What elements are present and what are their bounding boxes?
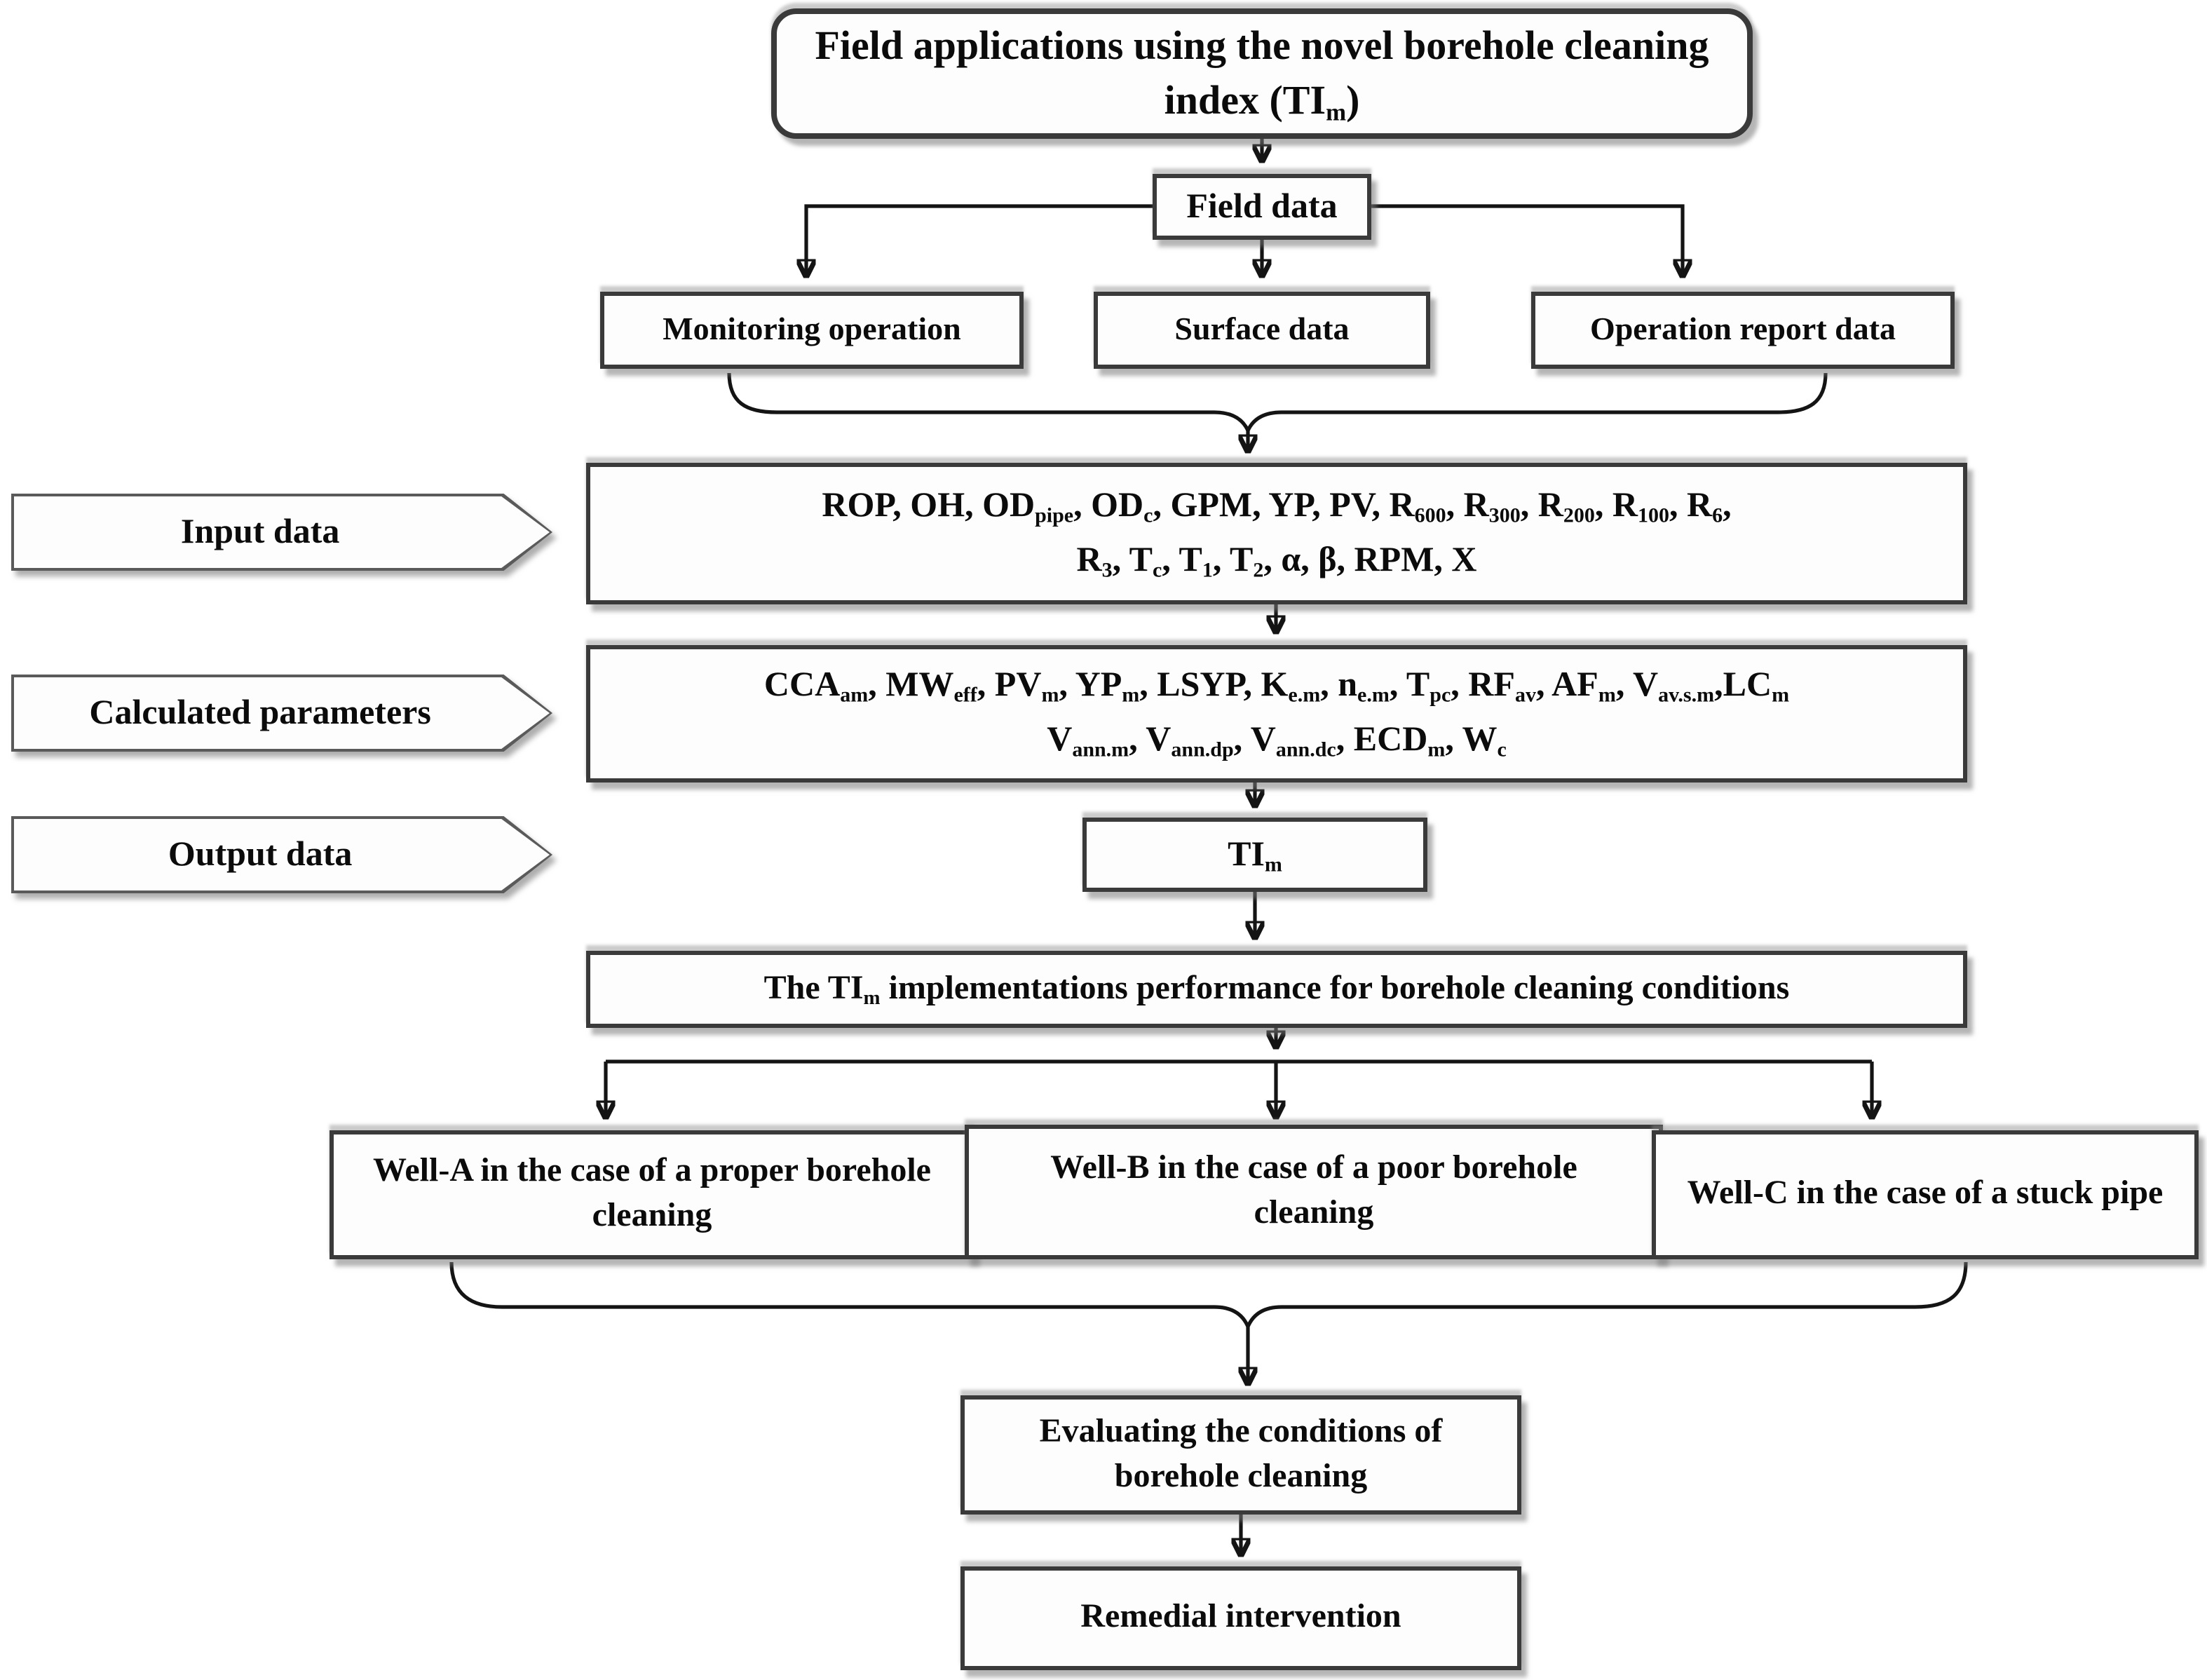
stage-label-text: Calculated parameters [89, 693, 431, 731]
input-data-box: ROP, OH, ODpipe, ODc, GPM, YP, PV, R600,… [586, 463, 1967, 604]
evaluating-box: Evaluating the conditions of borehole cl… [960, 1395, 1521, 1515]
title-box: Field applications using the novel boreh… [771, 8, 1753, 139]
output-tim-box: TIm [1082, 818, 1427, 892]
input-line-2: R3, Tc, T1, T2, α, β, RPM, X [1076, 541, 1477, 582]
remedial-box: Remedial intervention [960, 1566, 1521, 1670]
implementations-box: The TIm implementations performance for … [586, 951, 1967, 1028]
source-box-monitoring-operation: Monitoring operation [600, 292, 1024, 369]
well-a-box: Well-A in the case of a proper borehole … [330, 1130, 975, 1259]
calculated-parameters-box: CCAam, MWeff, PVm, YPm, LSYP, Ke.m, ne.m… [586, 645, 1967, 783]
implementations-text: The TIm implementations performance for … [763, 970, 1790, 1010]
field-data-box: Field data [1153, 174, 1371, 240]
source-label: Surface data [1174, 311, 1350, 347]
evaluating-label: Evaluating the conditions of borehole cl… [1039, 1413, 1443, 1494]
brace-wells-merge [449, 1261, 1968, 1332]
stage-label-calculated-parameters: Calculated parameters [11, 675, 552, 752]
connector-fielddata-right [1371, 204, 1683, 275]
source-label: Operation report data [1589, 311, 1896, 347]
remedial-label: Remedial intervention [1080, 1599, 1401, 1636]
source-box-surface-data: Surface data [1094, 292, 1430, 369]
stage-label-output-data: Output data [11, 816, 552, 893]
calculated-line-2: Vann.m, Vann.dp, Vann.dc, ECDm, Wc [1047, 721, 1507, 762]
title-text: Field applications using the novel boreh… [815, 24, 1709, 126]
stage-label-text: Input data [180, 513, 340, 550]
calculated-line-1: CCAam, MWeff, PVm, YPm, LSYP, Ke.m, ne.m… [763, 666, 1790, 707]
well-b-box: Well-B in the case of a poor borehole cl… [965, 1125, 1663, 1259]
stage-label-input-data: Input data [11, 494, 552, 571]
connector-fielddata-left [806, 204, 1153, 275]
brace-sources-merge [727, 372, 1828, 435]
input-line-1: ROP, OH, ODpipe, ODc, GPM, YP, PV, R600,… [822, 486, 1732, 527]
source-box-operation-report-data: Operation report data [1531, 292, 1955, 369]
well-b-label: Well-B in the case of a poor borehole cl… [1050, 1150, 1577, 1231]
well-c-label: Well-C in the case of a stuck pipe [1687, 1175, 2164, 1212]
well-c-box: Well-C in the case of a stuck pipe [1652, 1130, 2199, 1259]
well-a-label: Well-A in the case of a proper borehole … [373, 1153, 931, 1234]
stage-label-text: Output data [168, 835, 353, 873]
source-label: Monitoring operation [663, 311, 961, 347]
output-tim-text: TIm [1228, 836, 1282, 877]
field-data-label: Field data [1186, 188, 1338, 226]
